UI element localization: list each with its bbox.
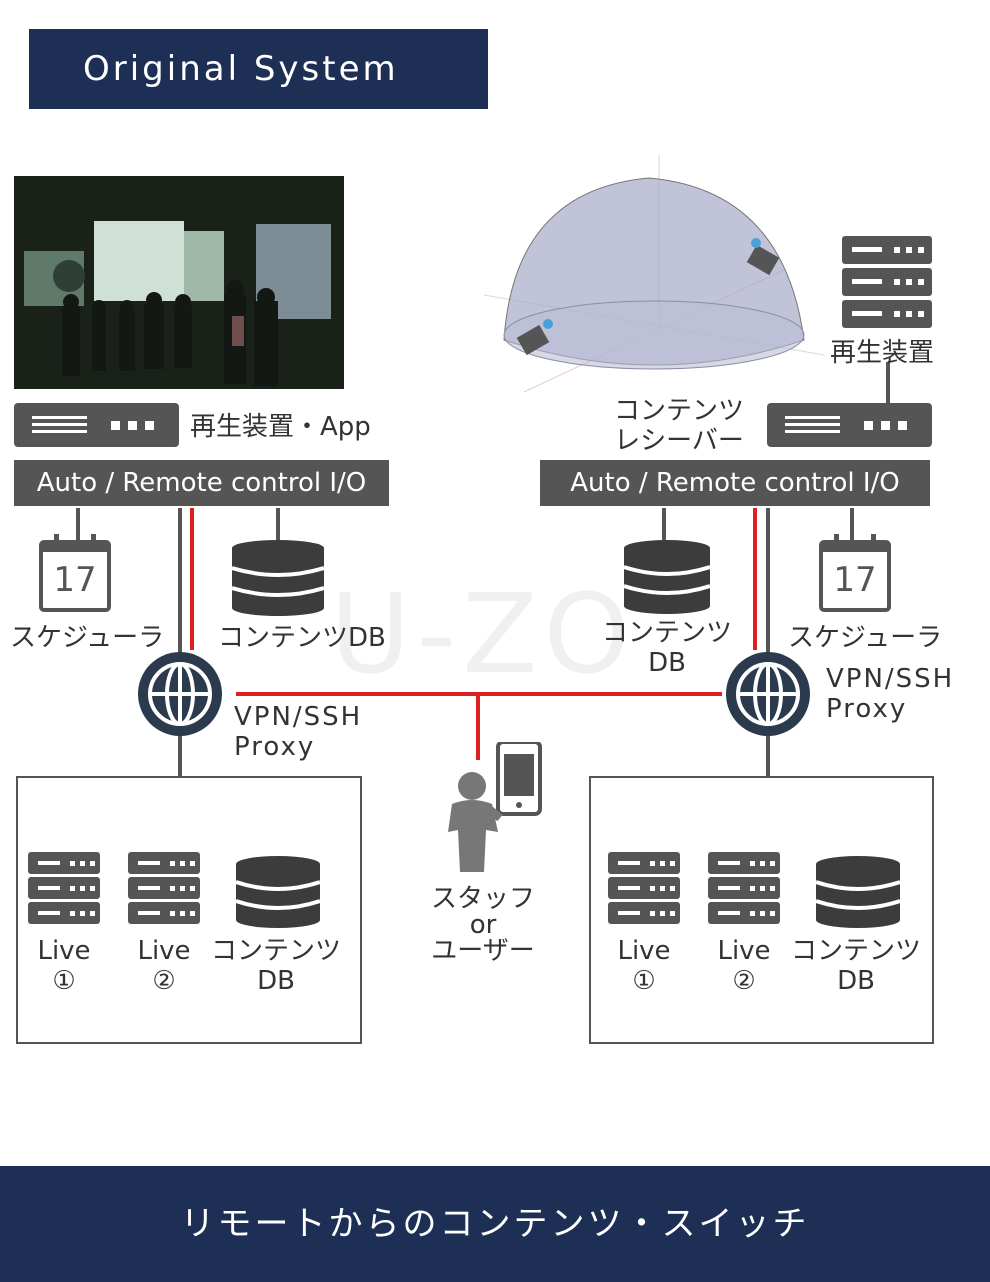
calendar-icon [39, 534, 111, 612]
left-server-group [16, 776, 362, 1044]
receiver-device-icon [767, 403, 932, 447]
calendar-icon [819, 534, 891, 612]
database-icon [816, 856, 900, 928]
database-icon [232, 540, 324, 616]
room-photo [14, 176, 344, 389]
server-icon [128, 852, 200, 924]
server-icon [28, 852, 100, 924]
right-content-db-label: コンテンツ DB [790, 936, 921, 996]
user-label: スタッフ or ユーザー [430, 884, 535, 966]
left-calendar-day: 17 [53, 560, 97, 600]
server-icon [608, 852, 680, 924]
player-server-icon [842, 236, 932, 328]
footer-caption: リモートからのコンテンツ・スイッチ [0, 1166, 990, 1282]
database-icon [624, 540, 710, 614]
right-player-label: 再生装置 [830, 338, 935, 368]
player-device-icon [14, 403, 179, 447]
right-db-label: コンテンツ DB [601, 618, 732, 678]
right-io-bar: Auto / Remote control I/O [540, 460, 930, 506]
right-server-group [589, 776, 934, 1044]
right-vpn-label: VPN/SSH Proxy [826, 664, 955, 724]
right-server-2-label: Live ② [717, 936, 771, 996]
page-title: Original System [29, 29, 488, 109]
left-content-db-label: コンテンツ DB [210, 936, 341, 996]
left-player-label: 再生装置・App [190, 412, 371, 442]
left-vpn-label: VPN/SSH Proxy [234, 702, 363, 762]
right-server-1-label: Live ① [617, 936, 671, 996]
left-db-label: コンテンツDB [218, 623, 386, 653]
left-server-1-label: Live ① [37, 936, 91, 996]
left-server-2-label: Live ② [137, 936, 191, 996]
dome-3d-illustration [484, 155, 825, 393]
right-scheduler-label: スケジューラ [788, 623, 943, 653]
user-with-phone-icon [448, 742, 542, 872]
right-calendar-day: 17 [833, 560, 877, 600]
left-scheduler-label: スケジューラ [10, 623, 165, 653]
receiver-label: コンテンツ レシーバー [613, 396, 744, 456]
vpn-globe-icon [138, 652, 222, 736]
watermark: U-ZO [330, 570, 637, 698]
database-icon [236, 856, 320, 928]
vpn-globe-icon [726, 652, 810, 736]
left-io-bar: Auto / Remote control I/O [14, 460, 389, 506]
server-icon [708, 852, 780, 924]
